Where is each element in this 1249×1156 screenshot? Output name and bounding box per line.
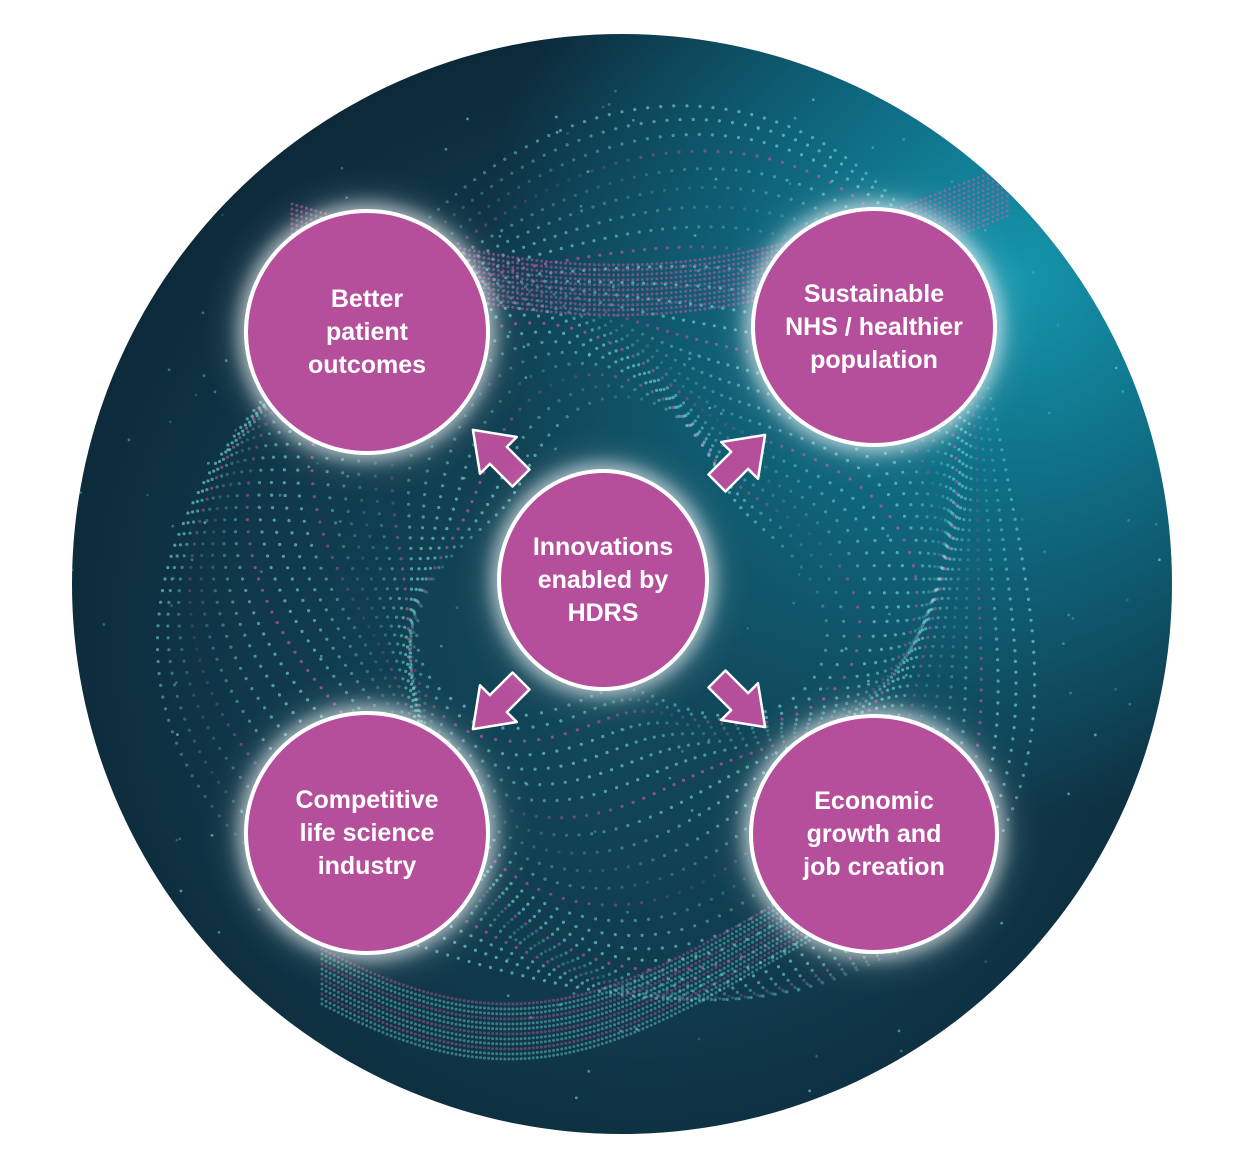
node-economic-growth: Economic growth and job creation: [749, 714, 999, 954]
center-node: Innovations enabled by HDRS: [497, 469, 709, 691]
node-sustainable-nhs: Sustainable NHS / healthier population: [751, 207, 997, 447]
node-label-bottom-left: Competitive life science industry: [295, 785, 439, 880]
center-node-label: Innovations enabled by HDRS: [532, 532, 674, 627]
node-label-top-left: Better patient outcomes: [307, 284, 427, 379]
node-competitive-life-science: Competitive life science industry: [244, 711, 490, 955]
node-label-bottom-right: Economic growth and job creation: [803, 786, 945, 881]
node-better-patient-outcomes: Better patient outcomes: [244, 209, 490, 455]
node-label-top-right: Sustainable NHS / healthier population: [785, 279, 963, 374]
